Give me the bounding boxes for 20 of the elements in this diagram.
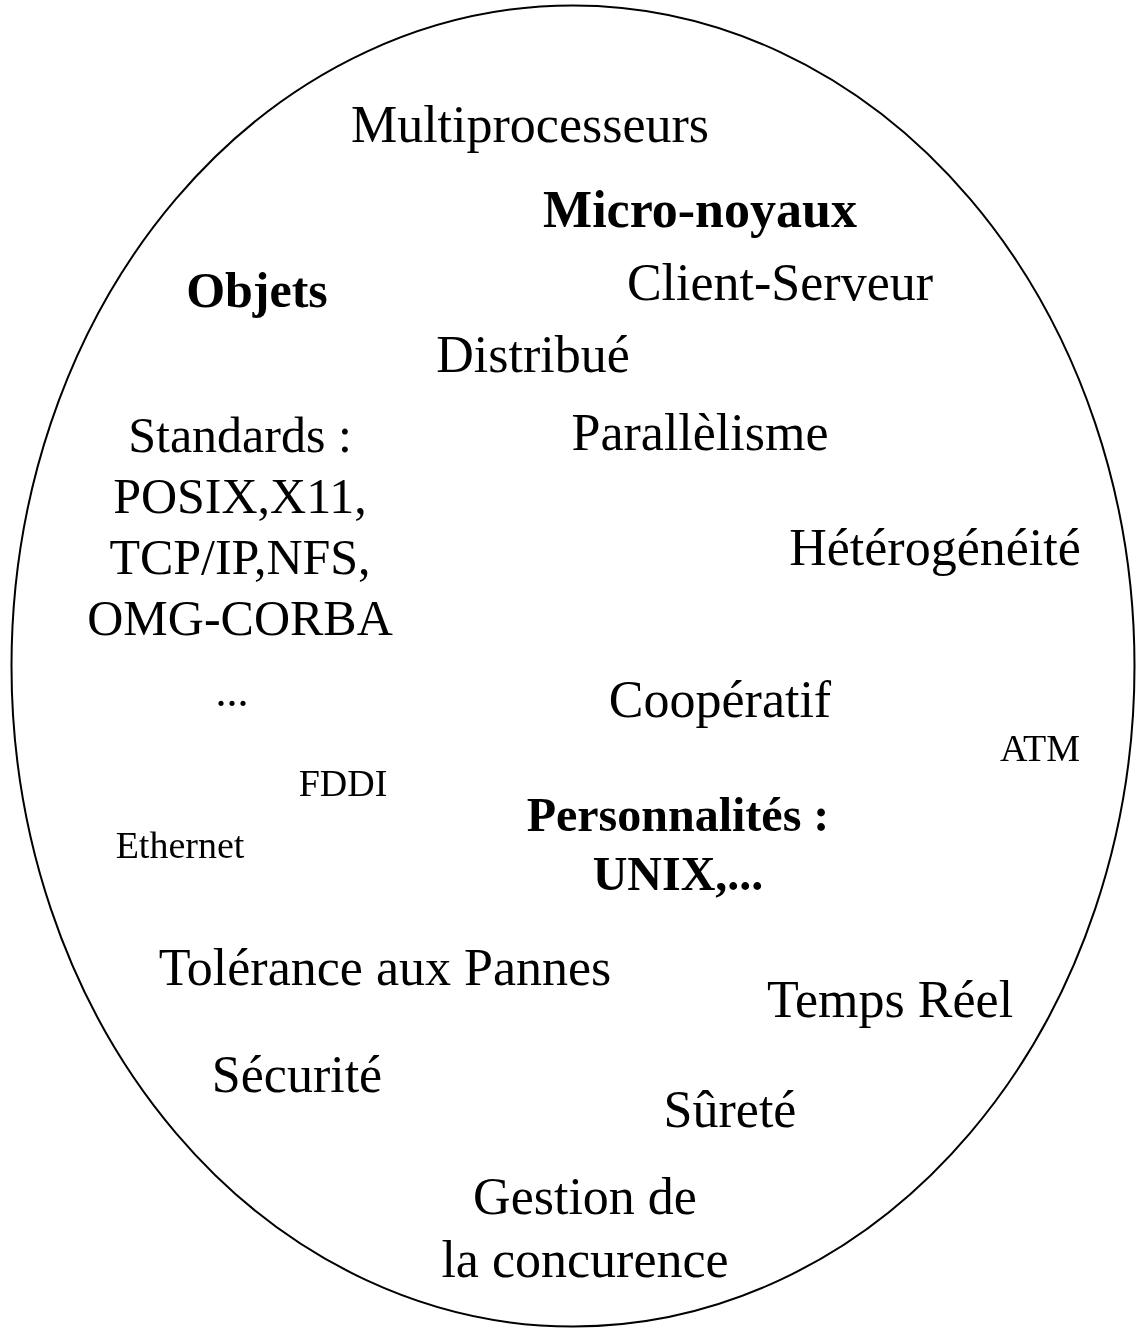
topic-label: Temps Réel: [766, 970, 1014, 1031]
topic-ellipse: [10, 4, 1136, 1328]
topic-label: Standards : POSIX,X11, TCP/IP,NFS, OMG-CORBA: [87, 406, 393, 648]
topic-label: Gestion de la concurence: [441, 1166, 729, 1290]
topic-label: ATM: [999, 725, 1081, 771]
topic-label: Tolérance aux Pannes: [158, 938, 612, 999]
topic-label: Coopératif: [608, 670, 832, 731]
topic-label: Multiprocesseurs: [350, 95, 710, 156]
topic-label: Objets: [186, 260, 328, 320]
topic-label: Sûreté: [663, 1080, 797, 1141]
topic-label: Client-Serveur: [626, 253, 934, 314]
topic-label: Hétérogénéité: [789, 518, 1081, 579]
topic-label: Distribué: [436, 325, 630, 386]
topic-label: Ethernet: [115, 822, 245, 868]
topic-label: Parallèlisme: [571, 403, 829, 464]
topic-label: Personnalités : UNIX,...: [526, 787, 830, 902]
topic-label: Micro-noyaux: [543, 180, 857, 241]
topic-label: Sécurité: [211, 1045, 383, 1106]
topic-label: FDDI: [298, 760, 388, 806]
topic-label: ...: [215, 666, 249, 719]
